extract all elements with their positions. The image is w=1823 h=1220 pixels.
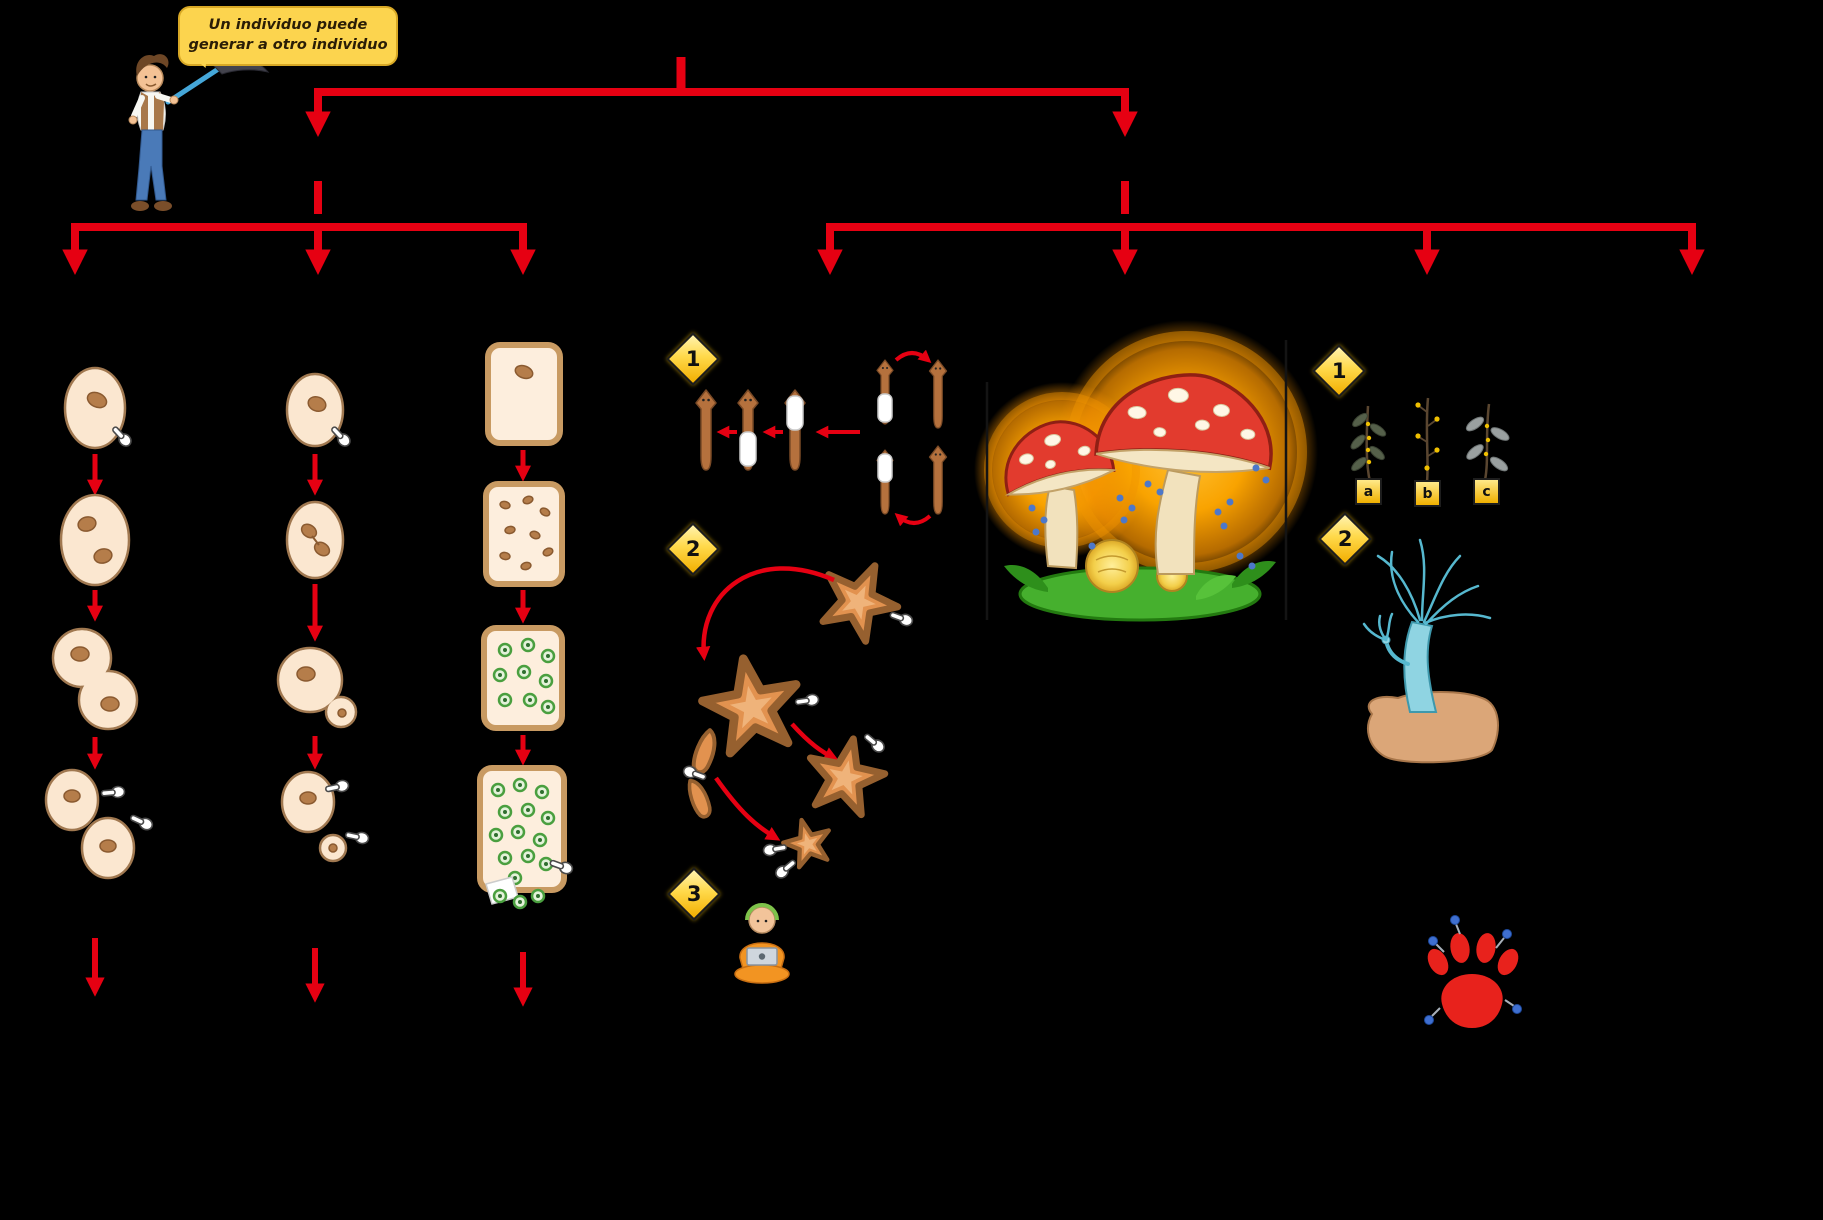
speech-line-2: generar a otro individuo [188, 36, 388, 53]
puffball-egg [1085, 539, 1139, 593]
mushroom-right-cap [1094, 373, 1273, 473]
grass-mound [1018, 566, 1262, 622]
sporulation-sequence [477, 342, 575, 1007]
speech-bubble: Un individuo puede generar a otro indivi… [178, 6, 398, 79]
label-cutting-b: b [1414, 480, 1441, 507]
mushroom-left-cap [1004, 420, 1118, 497]
hydra-base-rock [1367, 691, 1499, 764]
planaria-regeneration [695, 349, 948, 527]
hydra-budding [1362, 538, 1499, 764]
connector-tree [62, 57, 1705, 275]
push-pins [1424, 915, 1522, 1025]
person-with-laptop-icon [734, 903, 790, 984]
label-cutting-c: c [1473, 478, 1500, 505]
plant-cuttings [1350, 397, 1510, 483]
budding-sequence [276, 372, 371, 1003]
starfish-fragmentation [681, 550, 915, 882]
cutting-a [1350, 405, 1387, 483]
binary-fission-sequence [44, 366, 156, 997]
cutting-c [1465, 403, 1510, 481]
speech-line-1: Un individuo puede [208, 17, 368, 33]
fly-agaric-mushrooms [974, 320, 1318, 622]
spores [492, 637, 556, 715]
paw-print-logo [1424, 915, 1522, 1028]
spores-mature [488, 777, 556, 886]
nuclei-dots [499, 495, 554, 571]
cutting-b [1415, 397, 1440, 483]
label-cutting-a: a [1355, 478, 1382, 505]
spore-dots [1028, 464, 1270, 570]
